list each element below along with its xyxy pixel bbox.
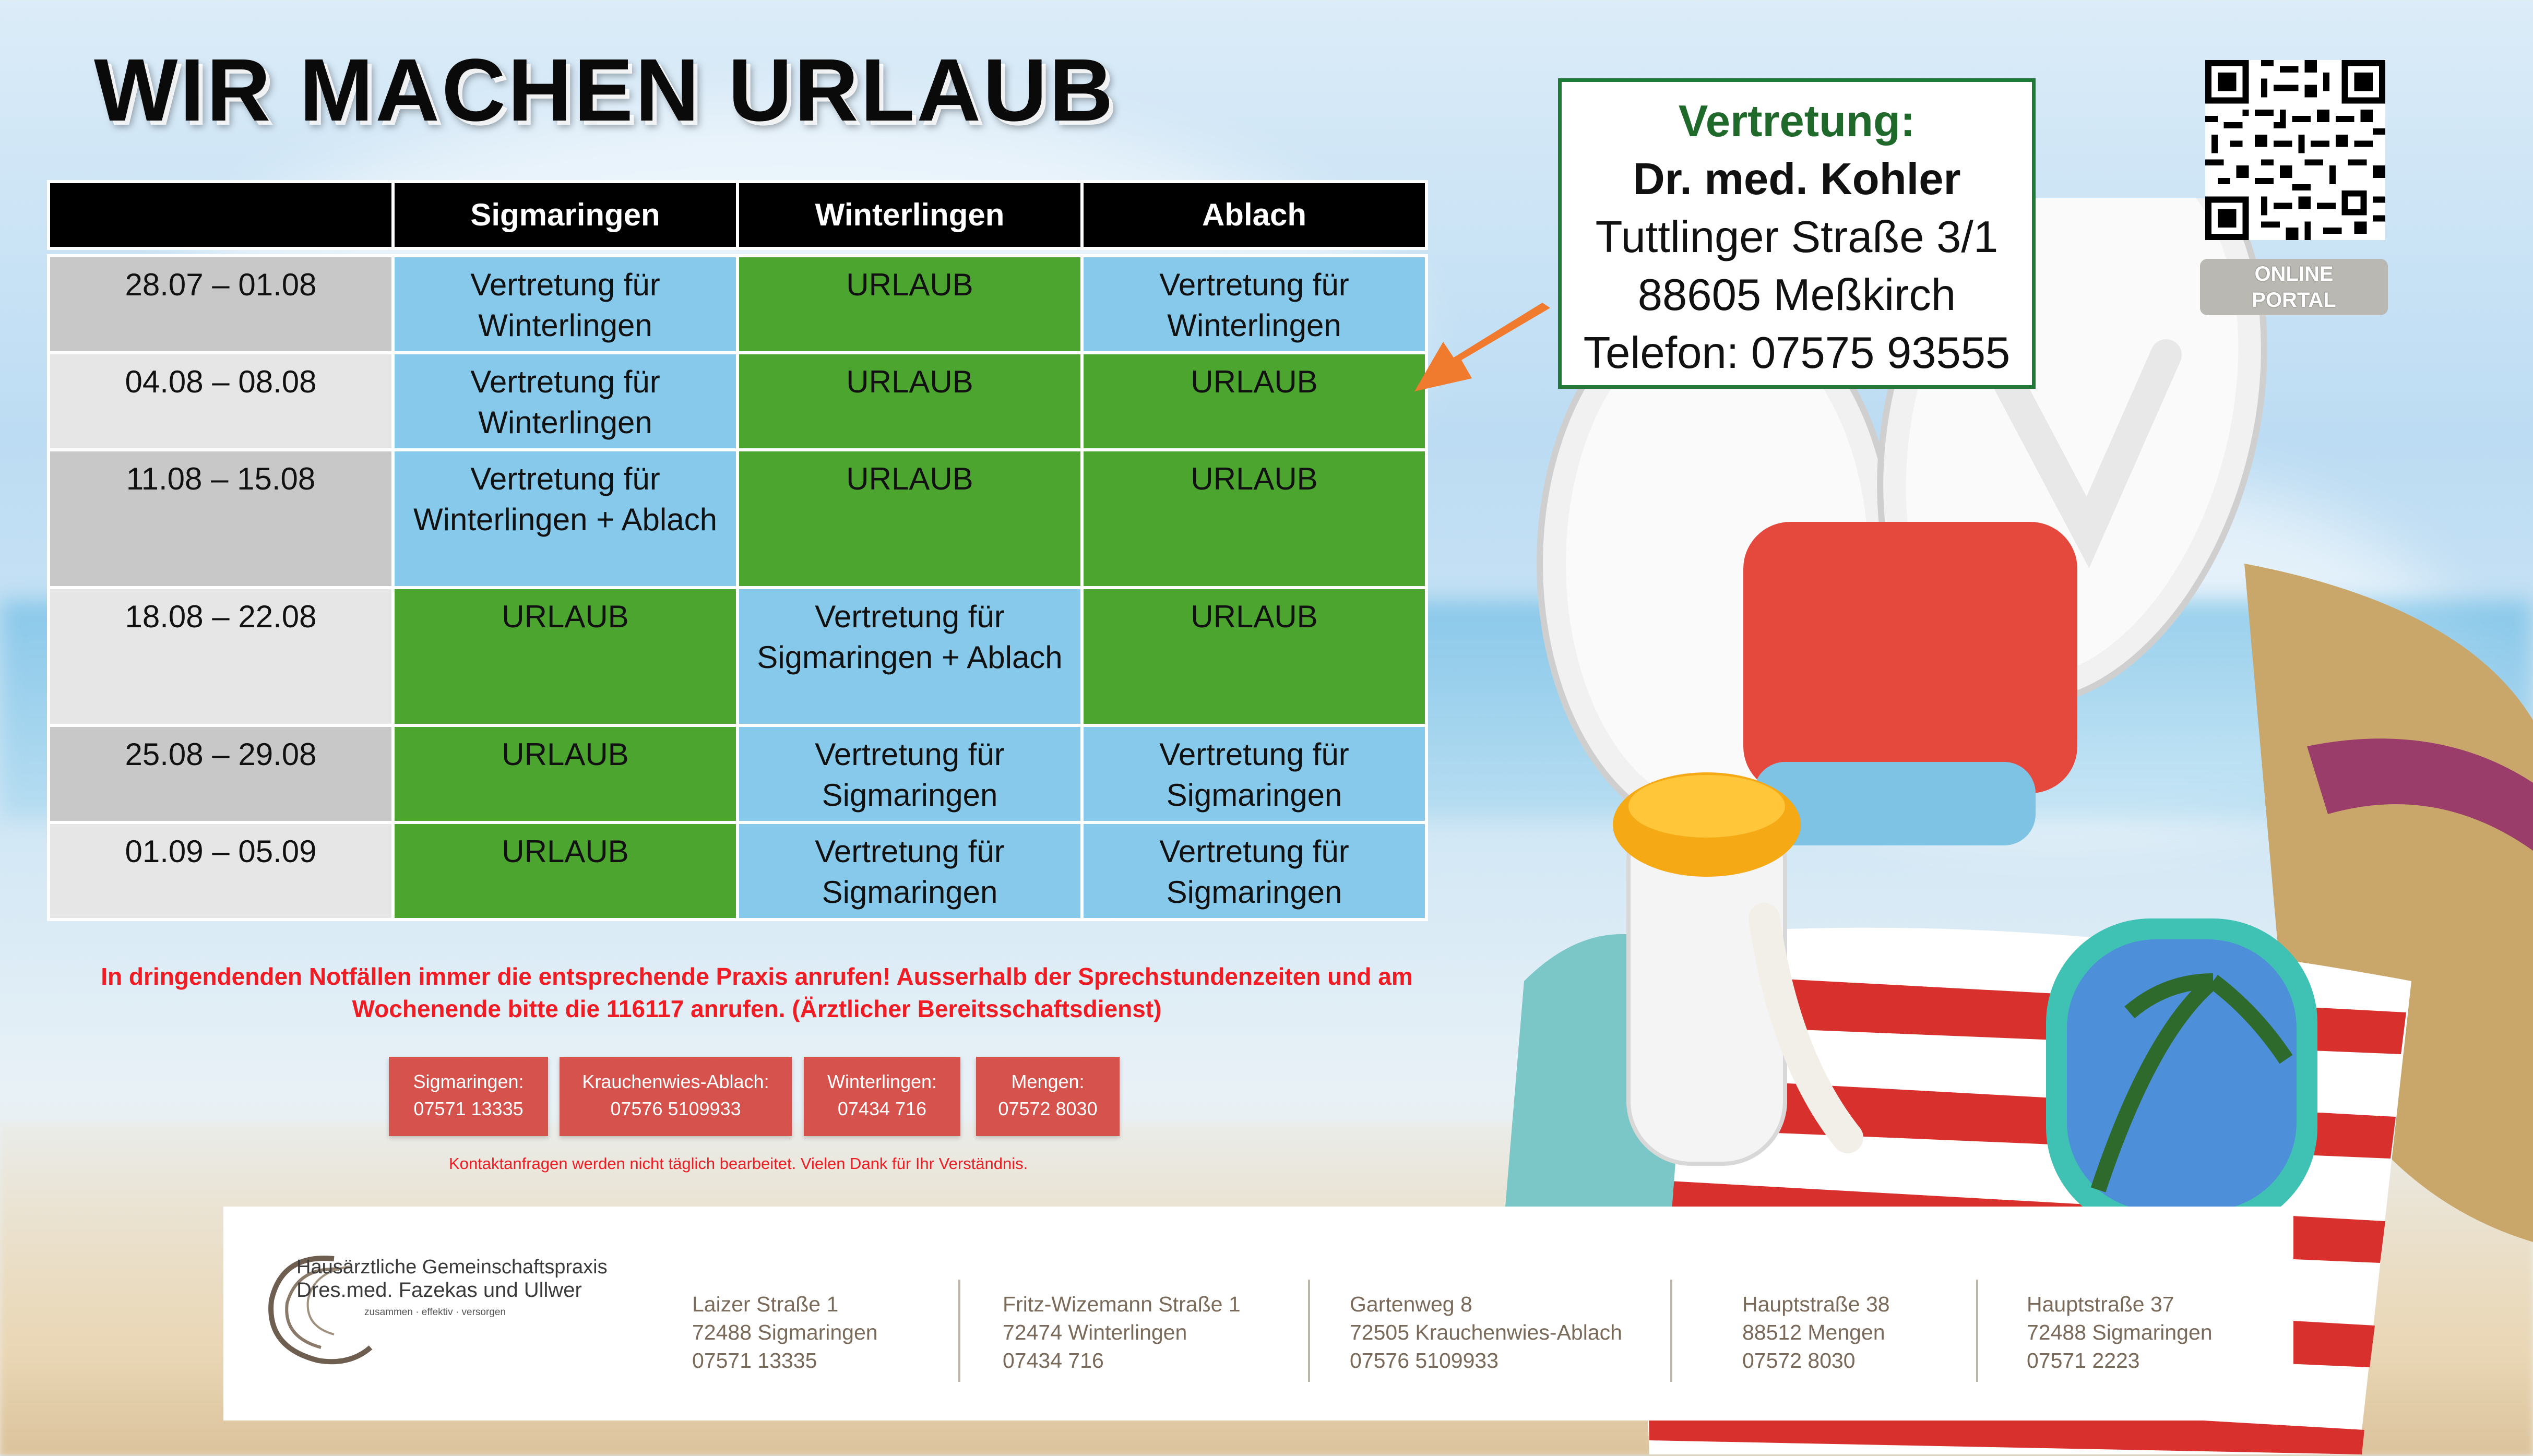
- header-ablach: Ablach: [1080, 180, 1428, 250]
- table-row: 18.08 – 22.08 URLAUB Vertretung für Sigm…: [47, 586, 1428, 727]
- contact-name: Krauchenwies-Ablach:: [582, 1071, 769, 1092]
- schedule-cell: URLAUB: [1080, 448, 1428, 589]
- address-street: Gartenweg 8: [1350, 1292, 1472, 1316]
- contact-name: Sigmaringen:: [413, 1071, 524, 1092]
- address-krauchenwies-ablach: Gartenweg 8 72505 Krauchenwies-Ablach 07…: [1350, 1290, 1622, 1375]
- emergency-notice: In dringendenden Notfällen immer die ent…: [52, 960, 1461, 1025]
- vacation-schedule-table: Sigmaringen Winterlingen Ablach 28.07 – …: [47, 180, 1428, 921]
- address-phone: 07572 8030: [1742, 1348, 1856, 1373]
- contact-button-winterlingen[interactable]: Winterlingen: 07434 716: [804, 1057, 960, 1136]
- address-phone: 07434 716: [1003, 1348, 1104, 1373]
- schedule-cell: Vertretung für Sigmaringen: [1080, 724, 1428, 824]
- schedule-cell: Vertretung für Winterlingen: [391, 254, 739, 354]
- contact-phone: 07571 13335: [413, 1098, 524, 1119]
- divider: [1308, 1280, 1310, 1382]
- address-street: Fritz-Wizemann Straße 1: [1003, 1292, 1241, 1316]
- straw-hat: [2244, 564, 2533, 1242]
- portal-label-line1: ONLINE: [2254, 262, 2334, 285]
- portal-label-line2: PORTAL: [2252, 289, 2336, 312]
- date-cell: 01.09 – 05.09: [47, 821, 395, 921]
- address-sigmaringen: Laizer Straße 1 72488 Sigmaringen 07571 …: [692, 1290, 878, 1375]
- address-winterlingen: Fritz-Wizemann Straße 1 72474 Winterling…: [1003, 1290, 1241, 1375]
- date-cell: 18.08 – 22.08: [47, 586, 395, 727]
- practice-logo-names: Dres.med. Fazekas und Ullwer: [296, 1279, 582, 1302]
- contact-button-mengen[interactable]: Mengen: 07572 8030: [976, 1057, 1120, 1136]
- schedule-cell: URLAUB: [736, 254, 1084, 354]
- header-winterlingen: Winterlingen: [736, 180, 1084, 250]
- table-row: 01.09 – 05.09 URLAUB Vertretung für Sigm…: [47, 821, 1428, 921]
- qr-code-icon[interactable]: [2205, 60, 2385, 240]
- notice-line-1: In dringendenden Notfällen immer die ent…: [101, 963, 1413, 990]
- schedule-cell: URLAUB: [1080, 351, 1428, 451]
- date-cell: 11.08 – 15.08: [47, 448, 395, 589]
- table-header-row: Sigmaringen Winterlingen Ablach: [47, 180, 1428, 250]
- contact-button-krauchenwies-ablach[interactable]: Krauchenwies-Ablach: 07576 5109933: [560, 1057, 792, 1136]
- address-mengen: Hauptstraße 38 88512 Mengen 07572 8030: [1742, 1290, 1890, 1375]
- divider: [1670, 1280, 1672, 1382]
- practice-logo-tagline: zusammen · effektiv · versorgen: [364, 1307, 506, 1318]
- schedule-cell: URLAUB: [391, 586, 739, 727]
- substitute-title: Vertretung:: [1678, 97, 1916, 146]
- bag-rope: [1749, 903, 1863, 1153]
- schedule-cell: Vertretung für Sigmaringen: [736, 821, 1084, 921]
- contact-name: Winterlingen:: [827, 1071, 937, 1092]
- schedule-cell: Vertretung für Sigmaringen: [736, 724, 1084, 824]
- towel: [1743, 522, 2077, 793]
- divider: [1976, 1280, 1978, 1382]
- date-cell: 28.07 – 01.08: [47, 254, 395, 354]
- contact-button-sigmaringen[interactable]: Sigmaringen: 07571 13335: [389, 1057, 548, 1136]
- header-date-cell: [47, 180, 395, 250]
- address-city: 72474 Winterlingen: [1003, 1320, 1187, 1344]
- address-sigmaringen-2: Hauptstraße 37 72488 Sigmaringen 07571 2…: [2027, 1290, 2213, 1375]
- address-city: 88512 Mengen: [1742, 1320, 1885, 1344]
- schedule-cell: URLAUB: [1080, 586, 1428, 727]
- sunscreen-bottle: [1613, 772, 1801, 1166]
- substitute-city: 88605 Meßkirch: [1637, 270, 1956, 320]
- address-phone: 07571 2223: [2027, 1348, 2140, 1373]
- contact-phone: 07434 716: [837, 1098, 927, 1119]
- contact-phone: 07572 8030: [998, 1098, 1098, 1119]
- online-portal-button[interactable]: ONLINE PORTAL: [2200, 259, 2388, 315]
- substitute-info-box: Vertretung: Dr. med. Kohler Tuttlinger S…: [1558, 78, 2036, 389]
- date-cell: 04.08 – 08.08: [47, 351, 395, 451]
- address-street: Hauptstraße 37: [2027, 1292, 2174, 1316]
- contact-phone: 07576 5109933: [610, 1098, 741, 1119]
- schedule-cell: Vertretung für Sigmaringen + Ablach: [736, 586, 1084, 727]
- address-street: Hauptstraße 38: [1742, 1292, 1890, 1316]
- table-row: 28.07 – 01.08 Vertretung für Winterlinge…: [47, 254, 1428, 354]
- contact-note: Kontaktanfragen werden nicht täglich bea…: [449, 1154, 1028, 1173]
- header-sigmaringen: Sigmaringen: [391, 180, 739, 250]
- substitute-phone: Telefon: 07575 93555: [1583, 328, 2011, 378]
- address-city: 72488 Sigmaringen: [692, 1320, 878, 1344]
- practice-logo-title: Hausärztliche Gemeinschaftspraxis: [296, 1256, 608, 1278]
- schedule-cell: URLAUB: [391, 821, 739, 921]
- practice-logo-swirl-icon: [268, 1256, 373, 1365]
- contact-name: Mengen:: [1011, 1071, 1085, 1092]
- address-city: 72488 Sigmaringen: [2027, 1320, 2213, 1344]
- address-phone: 07576 5109933: [1350, 1348, 1499, 1373]
- table-row: 04.08 – 08.08 Vertretung für Winterlinge…: [47, 351, 1428, 451]
- date-cell: 25.08 – 29.08: [47, 724, 395, 824]
- footer-address-bar: Hausärztliche Gemeinschaftspraxis Dres.m…: [223, 1207, 2293, 1421]
- table-row: 11.08 – 15.08 Vertretung für Winterlinge…: [47, 448, 1428, 589]
- table-row: 25.08 – 29.08 URLAUB Vertretung für Sigm…: [47, 724, 1428, 824]
- schedule-cell: URLAUB: [736, 351, 1084, 451]
- schedule-cell: Vertretung für Sigmaringen: [1080, 821, 1428, 921]
- divider: [958, 1280, 960, 1382]
- schedule-cell: Vertretung für Winterlingen: [1080, 254, 1428, 354]
- address-city: 72505 Krauchenwies-Ablach: [1350, 1320, 1622, 1344]
- substitute-street: Tuttlinger Straße 3/1: [1595, 212, 1999, 262]
- notice-line-2: Wochenende bitte die 116117 anrufen. (Är…: [352, 995, 1162, 1022]
- address-street: Laizer Straße 1: [692, 1292, 839, 1316]
- substitute-doctor: Dr. med. Kohler: [1633, 154, 1961, 204]
- sunglasses: [2046, 918, 2317, 1232]
- page-title: WIR MACHEN URLAUB: [94, 41, 1115, 140]
- schedule-cell: Vertretung für Winterlingen + Ablach: [391, 448, 739, 589]
- schedule-cell: URLAUB: [736, 448, 1084, 589]
- orange-arrow-icon: [1414, 303, 1550, 391]
- schedule-cell: Vertretung für Winterlingen: [391, 351, 739, 451]
- address-phone: 07571 13335: [692, 1348, 817, 1373]
- schedule-cell: URLAUB: [391, 724, 739, 824]
